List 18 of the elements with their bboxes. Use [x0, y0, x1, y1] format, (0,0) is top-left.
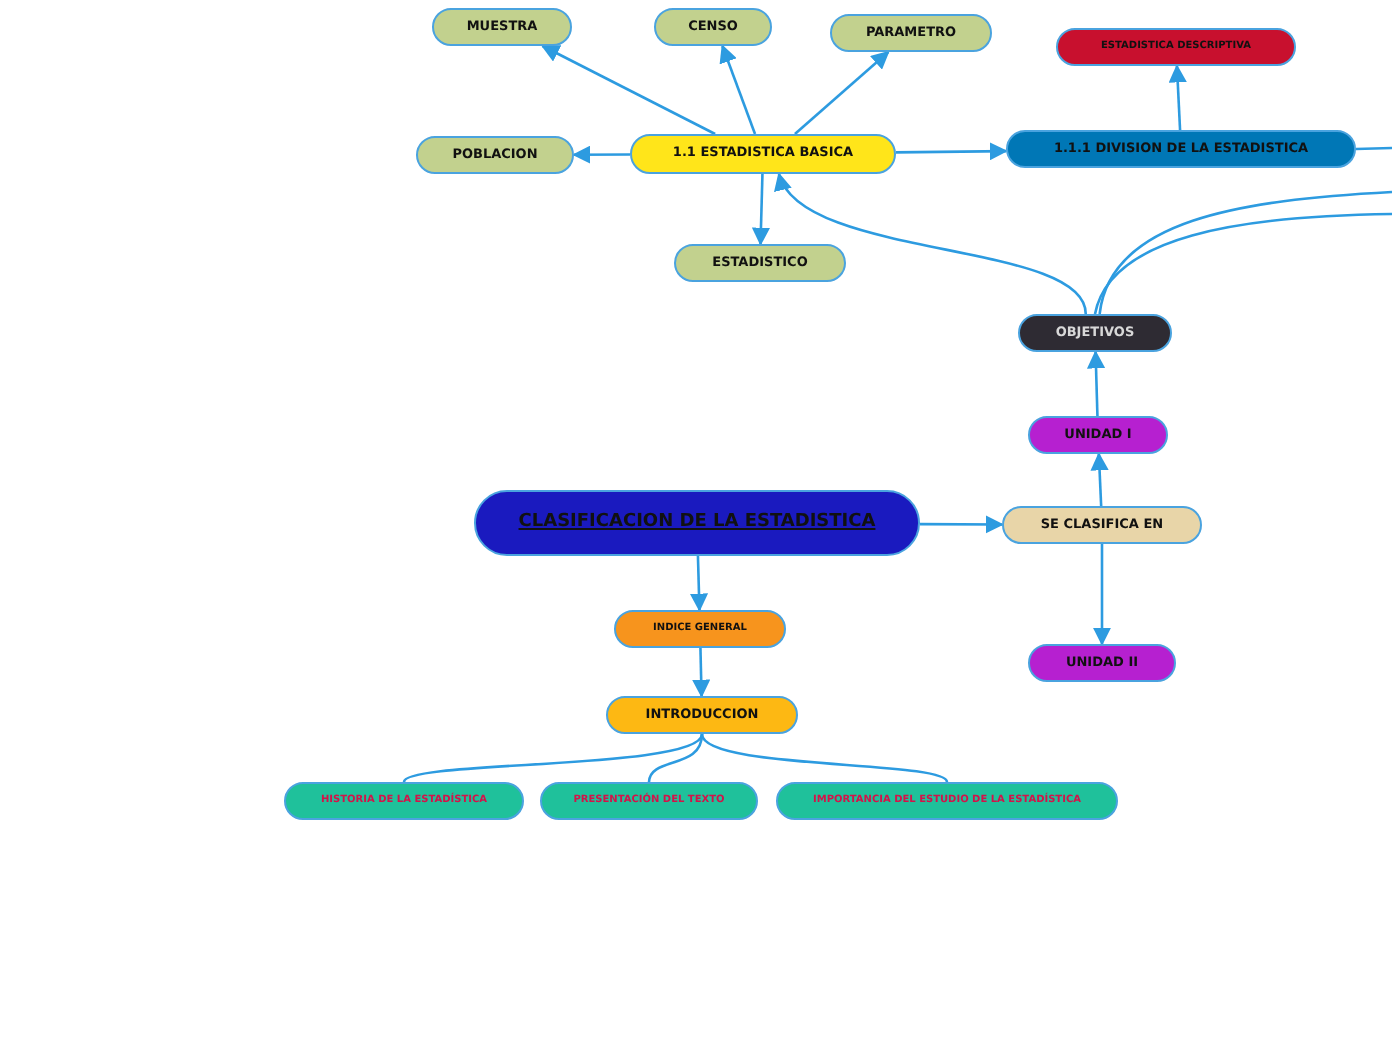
arrow — [692, 647, 711, 698]
arrow — [1090, 452, 1109, 507]
arrow — [541, 44, 716, 136]
arrow — [777, 172, 1087, 315]
arrow — [896, 142, 1008, 161]
arrow — [794, 50, 890, 135]
arrow — [1086, 350, 1106, 417]
connector-line — [1093, 212, 1392, 315]
arrow — [1092, 544, 1112, 646]
arrow — [689, 555, 709, 612]
connector-line — [1098, 190, 1392, 315]
arrow — [1168, 64, 1187, 131]
arrow — [920, 515, 1004, 534]
connector-line — [1355, 146, 1392, 151]
arrow — [751, 173, 771, 246]
arrow — [572, 145, 630, 164]
topic-box: CLASIFICACION DE LA ESTADISTICA — [474, 490, 920, 556]
arrow — [719, 44, 757, 135]
